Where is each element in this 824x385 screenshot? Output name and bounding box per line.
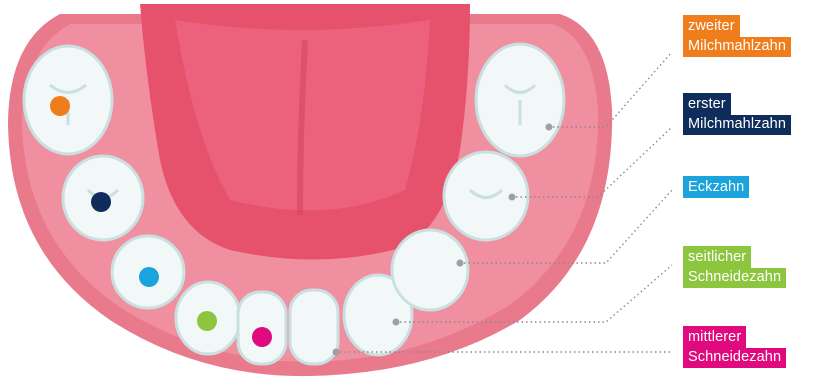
label-central-incisor: mittlerer Schneidezahn: [683, 326, 786, 368]
label-line: Milchmahlzahn: [683, 37, 791, 57]
anchor-second-molar: [546, 124, 553, 131]
tooth-first-molar-right: [444, 152, 528, 240]
label-lateral-incisor: seitlicher Schneidezahn: [683, 246, 786, 288]
tooth-canine-right: [392, 230, 468, 310]
marker-second-molar: [50, 96, 70, 116]
label-line: zweiter: [683, 15, 740, 37]
label-line: erster: [683, 93, 731, 115]
marker-lateral-incisor: [197, 311, 217, 331]
anchor-lateral-incisor: [393, 319, 400, 326]
marker-first-molar: [91, 192, 111, 212]
marker-central-incisor: [252, 327, 272, 347]
tooth-central-incisor-left-b: [290, 290, 338, 364]
tooth-second-molar-right: [476, 44, 564, 156]
anchor-first-molar: [509, 194, 516, 201]
anchor-central-incisor: [333, 349, 340, 356]
label-line: Eckzahn: [683, 176, 749, 198]
label-canine: Eckzahn: [683, 176, 749, 198]
label-line: Milchmahlzahn: [683, 115, 791, 135]
label-line: seitlicher: [683, 246, 751, 268]
label-first-molar: erster Milchmahlzahn: [683, 93, 791, 135]
label-second-molar: zweiter Milchmahlzahn: [683, 15, 791, 57]
anchor-canine: [457, 260, 464, 267]
marker-canine: [139, 267, 159, 287]
label-line: Schneidezahn: [683, 268, 786, 288]
label-line: mittlerer: [683, 326, 746, 348]
label-line: Schneidezahn: [683, 348, 786, 368]
